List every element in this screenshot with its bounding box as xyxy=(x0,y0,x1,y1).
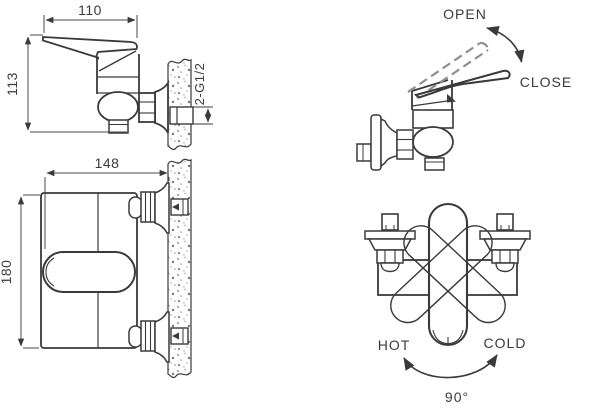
dim-148-label: 148 xyxy=(95,155,120,171)
pipe-square xyxy=(381,213,399,231)
rotation-view xyxy=(364,202,531,379)
escutcheon-cone xyxy=(154,182,170,234)
hot-label: HOT xyxy=(378,337,411,353)
lever-close xyxy=(413,69,511,99)
wall-connector-right xyxy=(479,213,531,273)
valve-body xyxy=(412,126,454,158)
wall-section-upper xyxy=(167,58,192,151)
cartridge-seam xyxy=(411,100,448,107)
escutcheon-cone xyxy=(154,311,170,363)
pipe-arrow xyxy=(172,203,179,211)
connector-cap xyxy=(128,196,143,219)
hex-nut xyxy=(140,320,156,352)
dim-110-label: 110 xyxy=(78,2,102,18)
pipe-stub xyxy=(356,143,372,162)
wall-section-lower xyxy=(167,158,192,379)
dim-180-label: 180 xyxy=(0,260,14,285)
escutcheon-cone xyxy=(154,80,169,134)
valve-body xyxy=(97,91,139,123)
open-label: OPEN xyxy=(443,6,487,22)
pipe-arrow xyxy=(172,332,179,340)
side-view-dimensions xyxy=(24,15,138,133)
flange-plate xyxy=(370,114,382,171)
connector-cap xyxy=(495,262,515,273)
pipe-square xyxy=(496,213,514,231)
lever-pivot-dot xyxy=(95,56,100,60)
hex-nut xyxy=(376,249,404,264)
mixer-body xyxy=(412,109,454,129)
hex-nut xyxy=(140,191,156,223)
hose-outlet xyxy=(108,119,129,134)
rotation-arc-arrow xyxy=(403,354,498,379)
lever-side xyxy=(42,36,138,59)
lever-highlight xyxy=(45,257,55,287)
cartridge-slant xyxy=(98,50,137,72)
side-view xyxy=(42,36,213,134)
hex-nut xyxy=(138,92,156,123)
wall-pipe xyxy=(170,198,189,216)
flange-cone xyxy=(482,238,528,251)
lever-cold-position xyxy=(390,225,493,324)
wall-hatch-lower xyxy=(167,158,192,379)
lever-front xyxy=(42,251,136,293)
angle-label: 90° xyxy=(445,389,469,404)
lever-open-ghost xyxy=(407,41,490,99)
lever-hot-position xyxy=(403,225,506,324)
hex-nut xyxy=(491,249,519,264)
escutcheon-cone xyxy=(380,117,398,168)
connector-cap xyxy=(380,262,400,273)
lever-center-position xyxy=(427,202,469,347)
connector-cap xyxy=(128,325,143,348)
hose-outlet xyxy=(424,157,445,171)
dim-113-label: 113 xyxy=(4,72,20,96)
wall-connector-left xyxy=(364,213,416,273)
lever-pivot-shadow xyxy=(447,94,456,103)
wall-pipe xyxy=(170,327,189,345)
front-view xyxy=(40,182,189,363)
hex-nut xyxy=(396,129,414,160)
wall-pipe-side xyxy=(169,106,194,125)
thread-size-label: 2-G1/2 xyxy=(192,63,207,106)
cold-label: COLD xyxy=(484,335,527,351)
close-label: CLOSE xyxy=(520,74,572,90)
operation-view xyxy=(356,26,525,171)
wall-hatch-upper xyxy=(167,58,192,151)
open-close-arrow xyxy=(486,26,525,64)
front-view-dimensions xyxy=(17,169,170,349)
